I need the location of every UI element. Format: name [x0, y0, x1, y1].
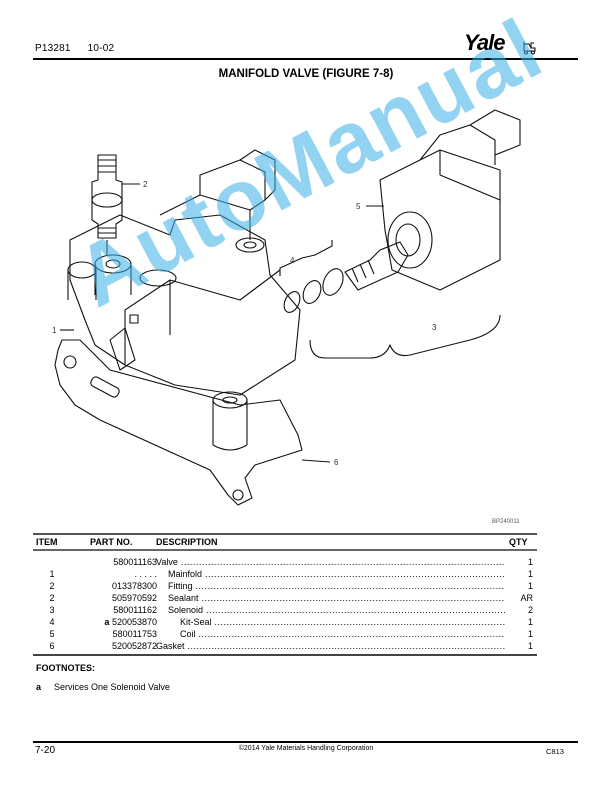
table-row: 1 . . . . . Mainfold 1: [33, 568, 537, 580]
col-header-qty: QTY: [509, 537, 528, 547]
footer-rule: [33, 741, 578, 743]
manifold-body: [69, 214, 301, 396]
callout-1: 1: [52, 326, 57, 335]
gasket-outline: [54, 339, 303, 506]
callout-2: 2: [143, 180, 148, 189]
table-bottom-rule: [33, 654, 537, 656]
solenoid-coil: [379, 149, 501, 291]
footnote-key: a: [36, 682, 42, 692]
brand-logo: Yale: [464, 30, 505, 55]
o-ring: [283, 291, 301, 313]
page-title: MANIFOLD VALVE (FIGURE 7-8): [218, 68, 394, 80]
callout-4: 4: [290, 256, 295, 265]
fitting: [91, 154, 123, 239]
solenoid-cartridge: [344, 241, 409, 291]
manual-code: C813: [546, 747, 564, 756]
footnote-text: Services One Solenoid Valve: [54, 682, 170, 692]
callout-6: 6: [334, 458, 339, 467]
callout-3: 3: [432, 323, 437, 332]
footnote-a: a Services One Solenoid Valve: [36, 682, 170, 692]
table-row: 6 520052872 Gasket 1: [33, 640, 537, 652]
page-number: 7-20: [35, 745, 56, 756]
table-row: 4 a 520053870 Kit-Seal 1: [33, 616, 537, 628]
table-row: 2 505970592 Sealant AR: [33, 592, 537, 604]
forklift-icon: [523, 42, 536, 55]
table-header-rule: [33, 549, 537, 551]
document-id: P13281 10-02: [35, 43, 128, 54]
col-header-item: ITEM: [36, 537, 58, 547]
exploded-view-diagram: 1 2 3 4 5 6: [52, 109, 521, 506]
table-row: 5 580011753 Coil 1: [33, 628, 537, 640]
callout-5: 5: [356, 202, 361, 211]
o-ring: [302, 280, 322, 304]
copyright: ©2014 Yale Materials Handling Corporatio…: [238, 745, 374, 752]
footnotes-title: FOOTNOTES:: [36, 663, 95, 673]
col-header-part: PART NO.: [90, 537, 133, 547]
doc-date: 10-02: [87, 43, 115, 54]
header-rule: [33, 58, 578, 60]
col-header-description: DESCRIPTION: [156, 537, 218, 547]
figure-code: BP240011: [492, 519, 520, 525]
table-top-rule: [33, 533, 537, 535]
table-row: 580011163 Valve 1: [33, 556, 537, 568]
o-ring: [322, 268, 344, 296]
table-row: 2 013378300 Fitting 1: [33, 580, 537, 592]
doc-number: P13281: [35, 43, 71, 54]
table-row: 3 580011162 Solenoid 2: [33, 604, 537, 616]
